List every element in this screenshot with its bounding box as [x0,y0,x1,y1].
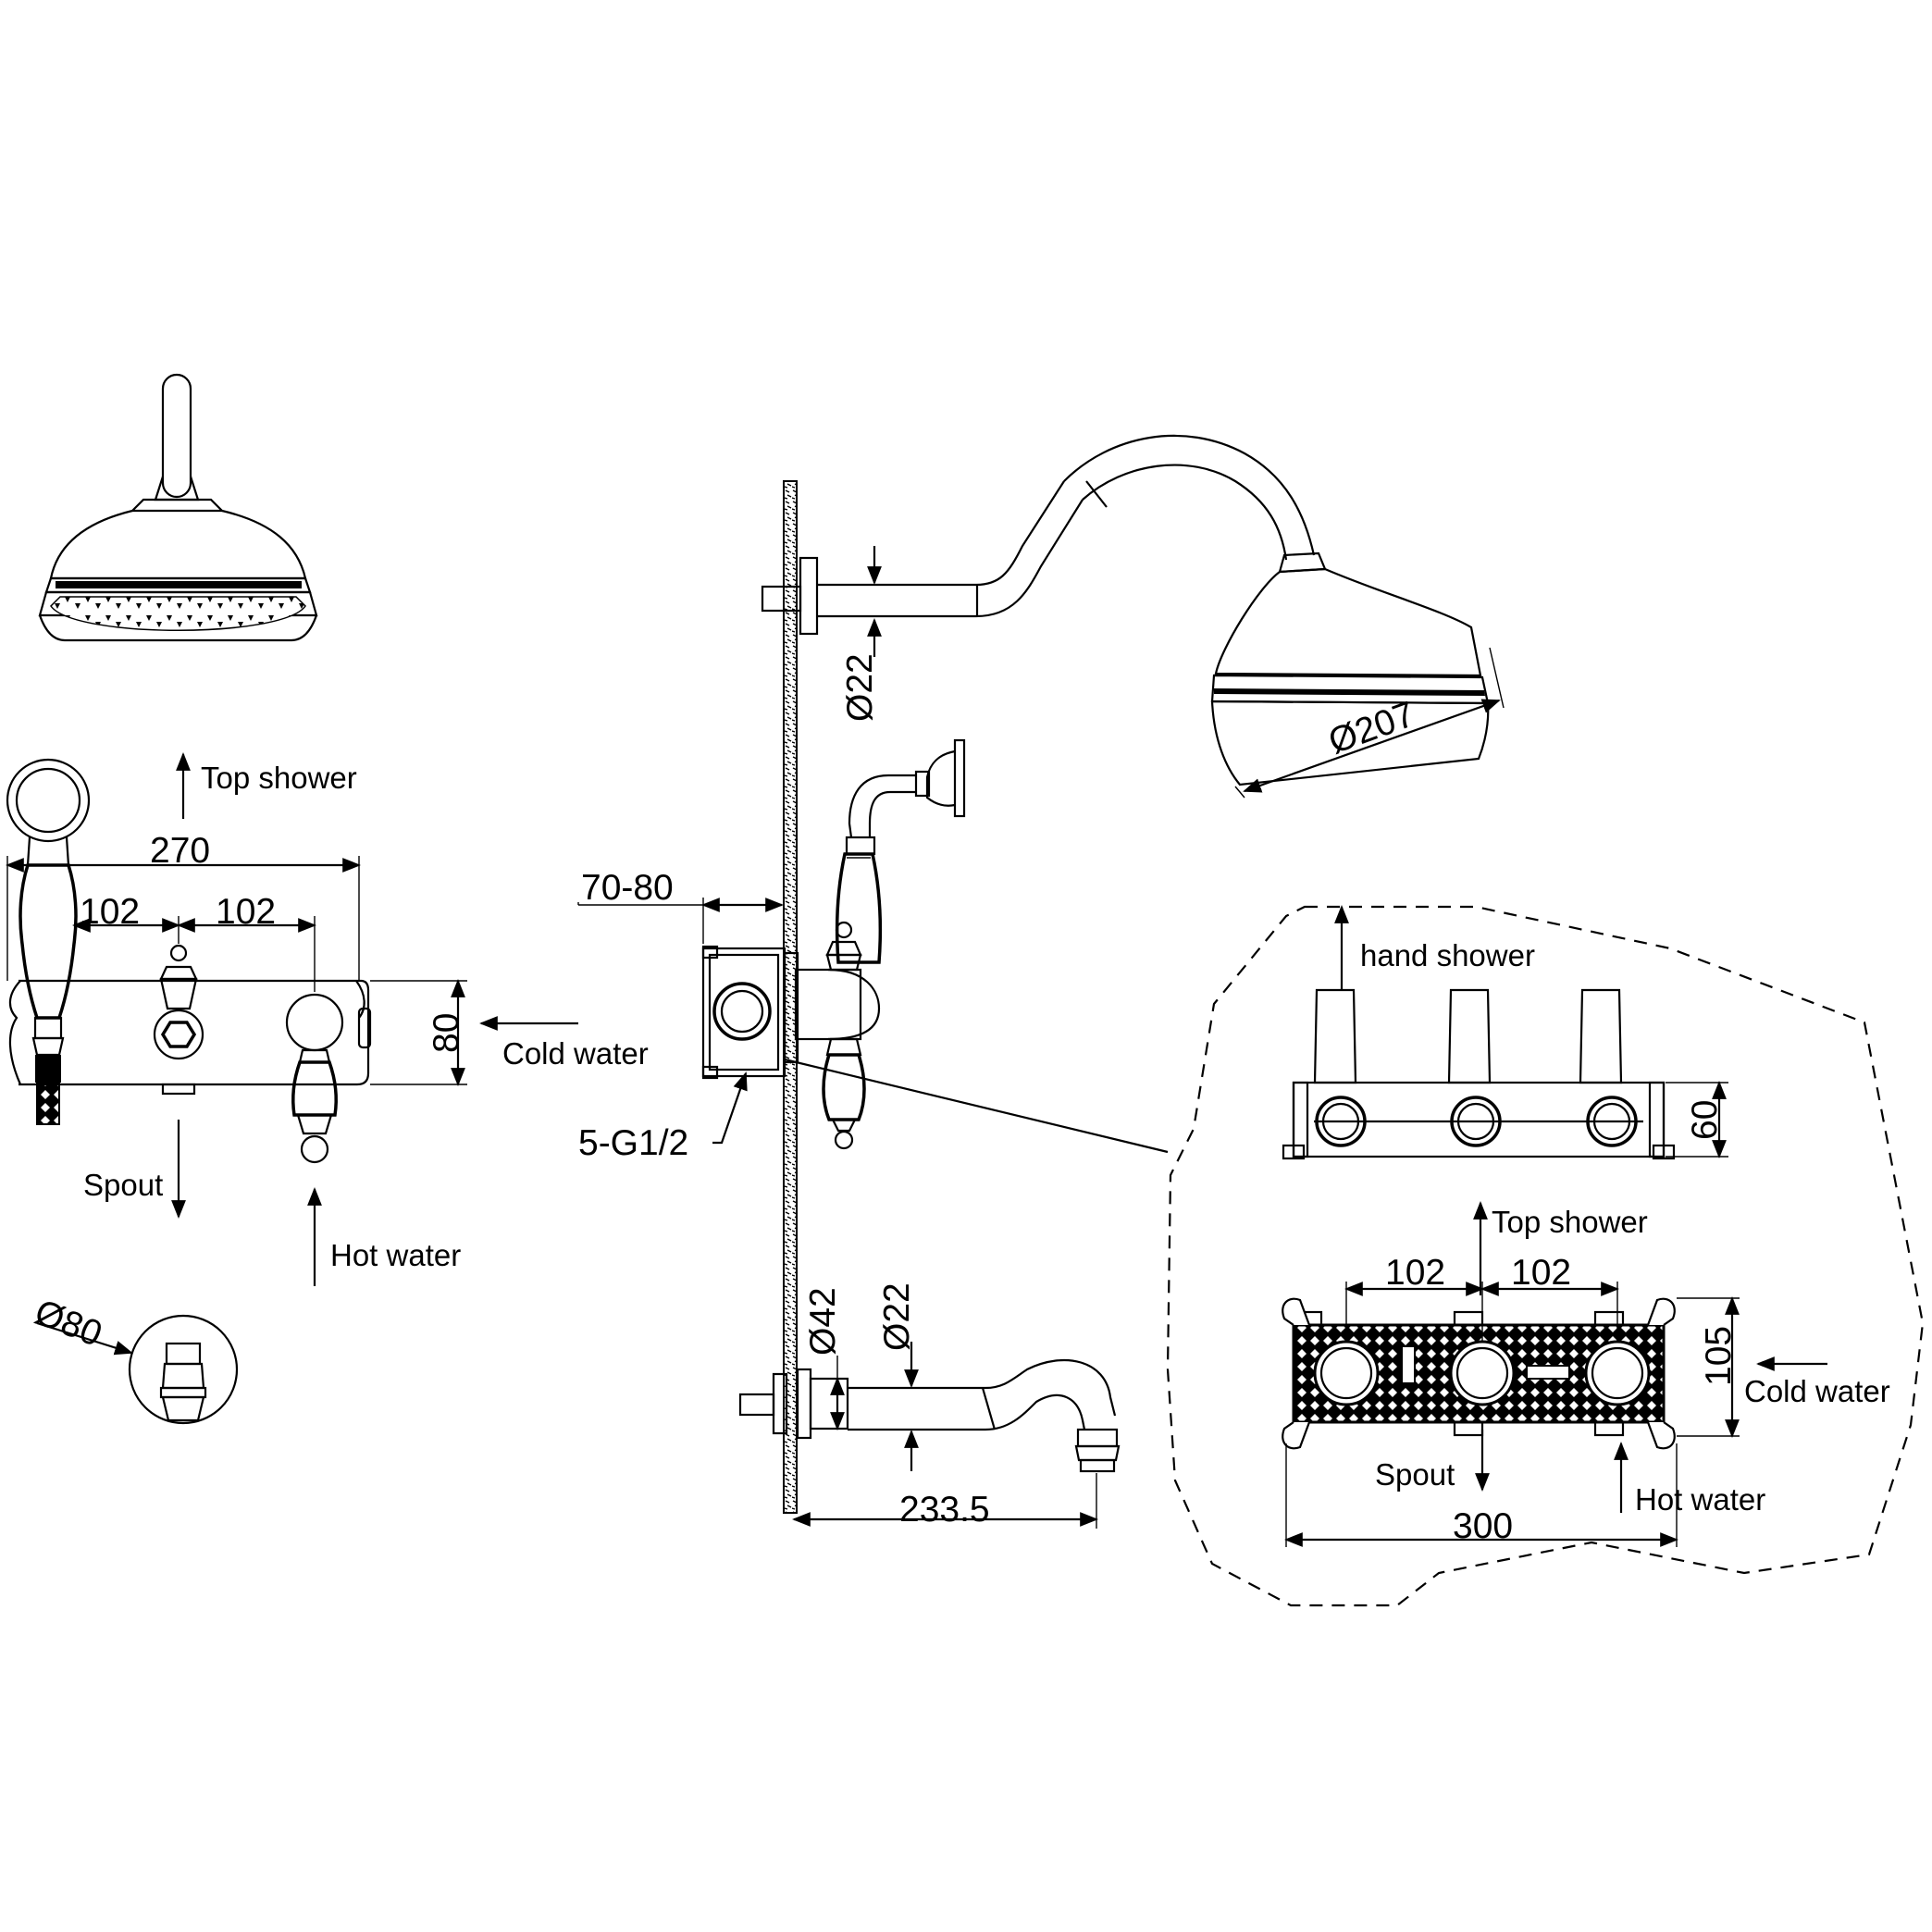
hand-shower-holder-side-view [794,738,966,1150]
dim-diameter-22-arm: Ø22 [840,653,880,722]
dim-105: 105 [1699,1326,1739,1386]
dim-102-left-b: 102 [216,892,276,932]
label-spout-right: Spout [1375,1457,1455,1492]
concealed-valve-body-side-view [577,898,1169,1154]
dim-70-80: 70-80 [581,868,674,908]
label-cold-water-right: Cold water [1744,1374,1890,1408]
label-cold-water-left: Cold water [502,1036,649,1071]
dim-diameter-42: Ø42 [803,1287,843,1356]
label-hot-water-right: Hot water [1635,1482,1765,1517]
rain-shower-head-front-view [38,373,318,642]
mixer-front-view [6,752,578,1286]
dim-102-right-b: 102 [1511,1253,1571,1293]
bath-spout-side-view [738,1342,1121,1529]
dim-diameter-22-spout: Ø22 [877,1282,917,1351]
dim-diameter-207: Ø207 [1323,694,1419,762]
dim-270: 270 [150,831,210,871]
label-top-shower-right: Top shower [1492,1205,1648,1239]
label-spout-left: Spout [83,1168,163,1202]
dim-233-5: 233.5 [899,1490,990,1530]
dim-300: 300 [1453,1506,1513,1546]
dim-60: 60 [1685,1100,1725,1140]
dim-diameter-80: Ø80 [30,1292,107,1354]
rosette-end-view [36,1314,239,1425]
dim-102-right-a: 102 [1385,1253,1445,1293]
label-hand-shower: hand shower [1360,938,1535,972]
dim-102-left-a: 102 [80,892,140,932]
dim-5-g1-2: 5-G1/2 [578,1123,688,1163]
concealed-box-detail [1166,905,1925,1607]
shower-arm-and-head-side-view [761,434,1505,799]
label-top-shower-left: Top shower [201,761,357,795]
dim-80-height: 80 [427,1013,466,1053]
label-hot-water-left: Hot water [330,1238,461,1272]
